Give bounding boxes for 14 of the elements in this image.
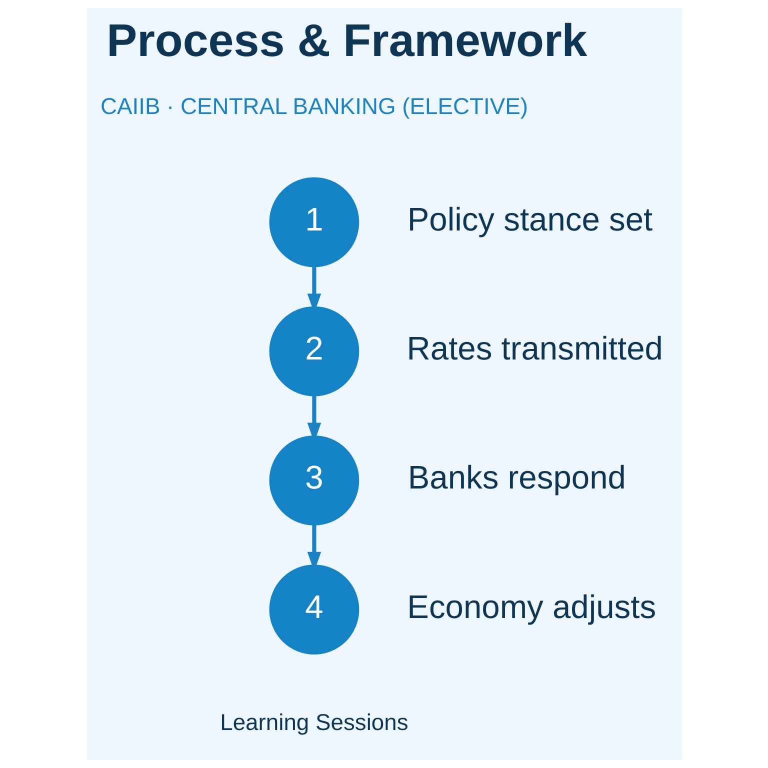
node-label: Banks respond <box>407 458 626 496</box>
node-circle: 2 <box>268 306 359 396</box>
node-label: Policy stance set <box>406 200 652 238</box>
arrow <box>306 524 321 572</box>
node-circle: 4 <box>268 564 359 655</box>
arrow <box>306 396 321 442</box>
node-label: Rates transmitted <box>406 329 662 366</box>
label: CAIIB · CENTRAL BANKING (ELECTIVE) <box>100 92 528 119</box>
node-circle: 3 <box>268 436 359 526</box>
diagram-title: Process & Framework <box>106 15 587 66</box>
node-circle: 1 <box>268 177 359 268</box>
node-label: Economy adjusts <box>406 588 656 625</box>
label: Learning Sessions <box>220 709 408 736</box>
arrow <box>306 266 321 314</box>
